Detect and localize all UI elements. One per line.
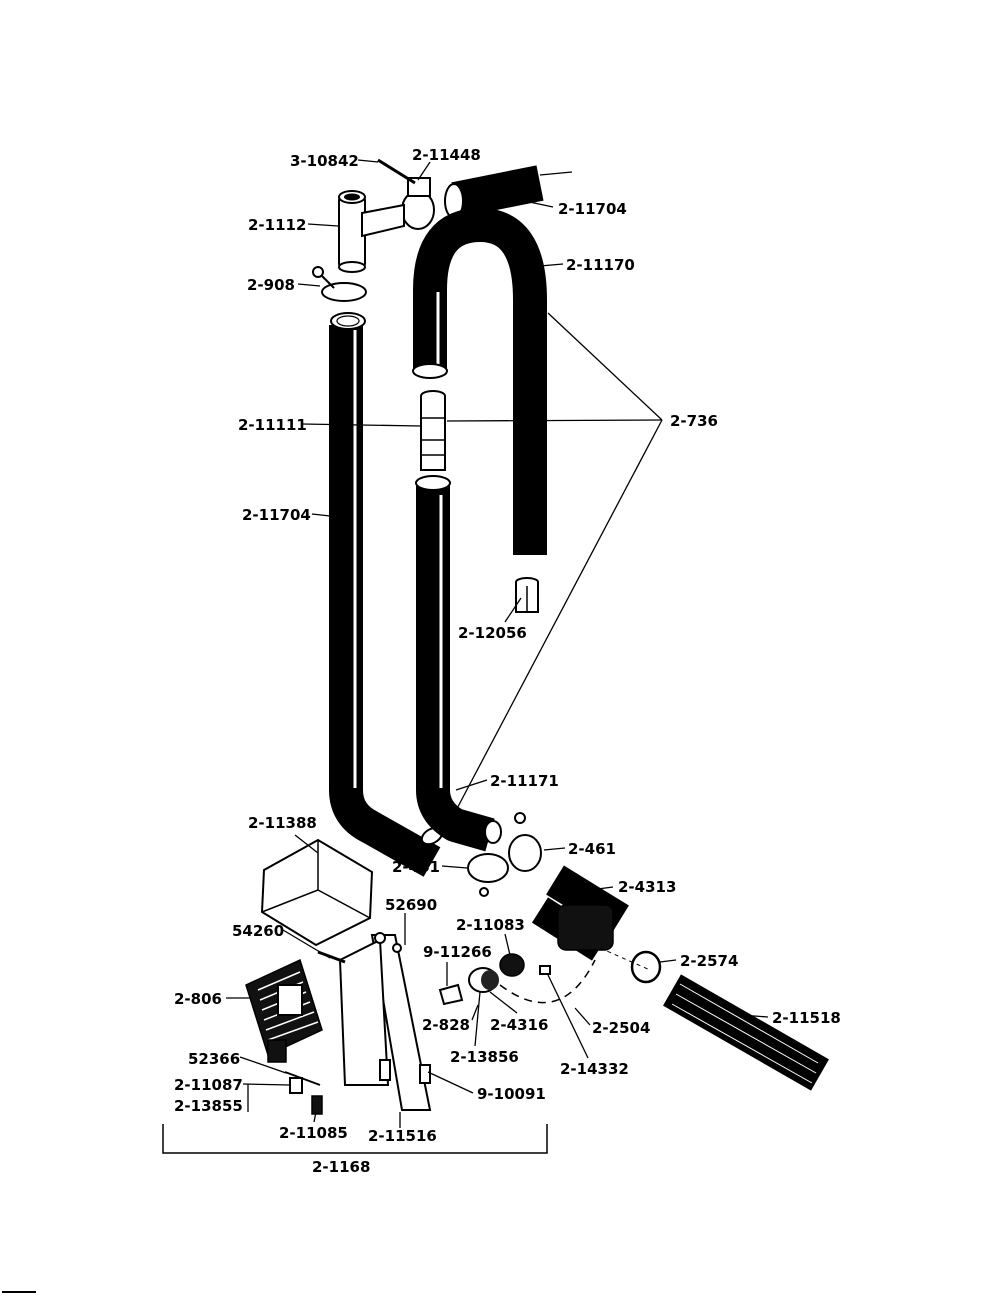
label-2-11516: 2-11516 [368,1127,437,1145]
bracket-2-11516 [338,934,432,1111]
hose-right-2-11171 [415,475,502,852]
label-2-461-left: 2-461 [392,858,440,876]
label-2-461-right: 2-461 [568,840,616,858]
label-2-11111: 2-11111 [238,416,307,434]
transformer-2-806 [245,958,323,1063]
label-2-1168: 2-1168 [312,1158,370,1176]
label-2-2574: 2-2574 [680,952,738,970]
hose-u-2-11170 [412,208,547,555]
nut-52690 [374,932,402,953]
cap-2-11083 [499,953,525,977]
terminal-2-11087 [289,1077,303,1094]
cover-2-11388 [260,838,374,947]
part-2-4316 [468,967,499,993]
screw-2-14332 [539,965,551,975]
label-2-13855: 2-13855 [174,1097,243,1115]
fitting-2-12056 [515,577,539,613]
label-2-11448: 2-11448 [412,146,481,164]
label-9-11266: 9-11266 [423,943,492,961]
label-54260: 54260 [232,922,284,940]
clip-9-11266 [438,983,464,1006]
label-2-11170: 2-11170 [566,256,635,274]
label-2-11171: 2-11171 [490,772,559,790]
label-9-10091: 9-10091 [477,1085,546,1103]
label-2-908: 2-908 [247,276,295,294]
label-2-828: 2-828 [422,1016,470,1034]
label-2-14332: 2-14332 [560,1060,629,1078]
tee-fitting-2-1112 [338,190,405,273]
dashed-arc-2-2504 [499,959,596,1004]
label-2-12056: 2-12056 [458,624,527,642]
label-2-11085: 2-11085 [279,1124,348,1142]
part-labels: 3-10842 2-11448 2-11704 2-1112 2-11170 2… [174,146,841,1176]
group-bracket-2-1168 [162,1124,548,1154]
label-2-11704-top: 2-11704 [558,200,627,218]
label-2-11087: 2-11087 [174,1076,243,1094]
hose-left-2-11704 [329,312,444,877]
label-2-4316: 2-4316 [490,1016,548,1034]
label-52690: 52690 [385,896,437,914]
leader-lines [226,159,769,1128]
label-52366: 52366 [188,1050,240,1068]
label-2-806: 2-806 [174,990,222,1008]
clamp-2-461-left [467,853,509,897]
label-2-13856: 2-13856 [450,1048,519,1066]
label-2-11388: 2-11388 [248,814,317,832]
ring-2-2574 [630,950,662,984]
label-2-11083: 2-11083 [456,916,525,934]
hose-2-11518 [663,974,829,1091]
label-2-4313: 2-4313 [618,878,676,896]
screw-2-11085 [311,1095,323,1115]
hose-top-horizontal [444,165,573,219]
label-2-1112: 2-1112 [248,216,306,234]
connector-2-11111 [420,390,446,471]
valve-2-4313 [531,865,651,971]
label-2-736: 2-736 [670,412,718,430]
clamp-2-908 [312,266,367,302]
clamp-2-461-right [508,812,542,872]
label-2-11518: 2-11518 [772,1009,841,1027]
label-2-11704-left: 2-11704 [242,506,311,524]
clamp-2-11448 [377,158,435,230]
label-3-10842: 3-10842 [290,152,359,170]
label-2-2504: 2-2504 [592,1019,650,1037]
